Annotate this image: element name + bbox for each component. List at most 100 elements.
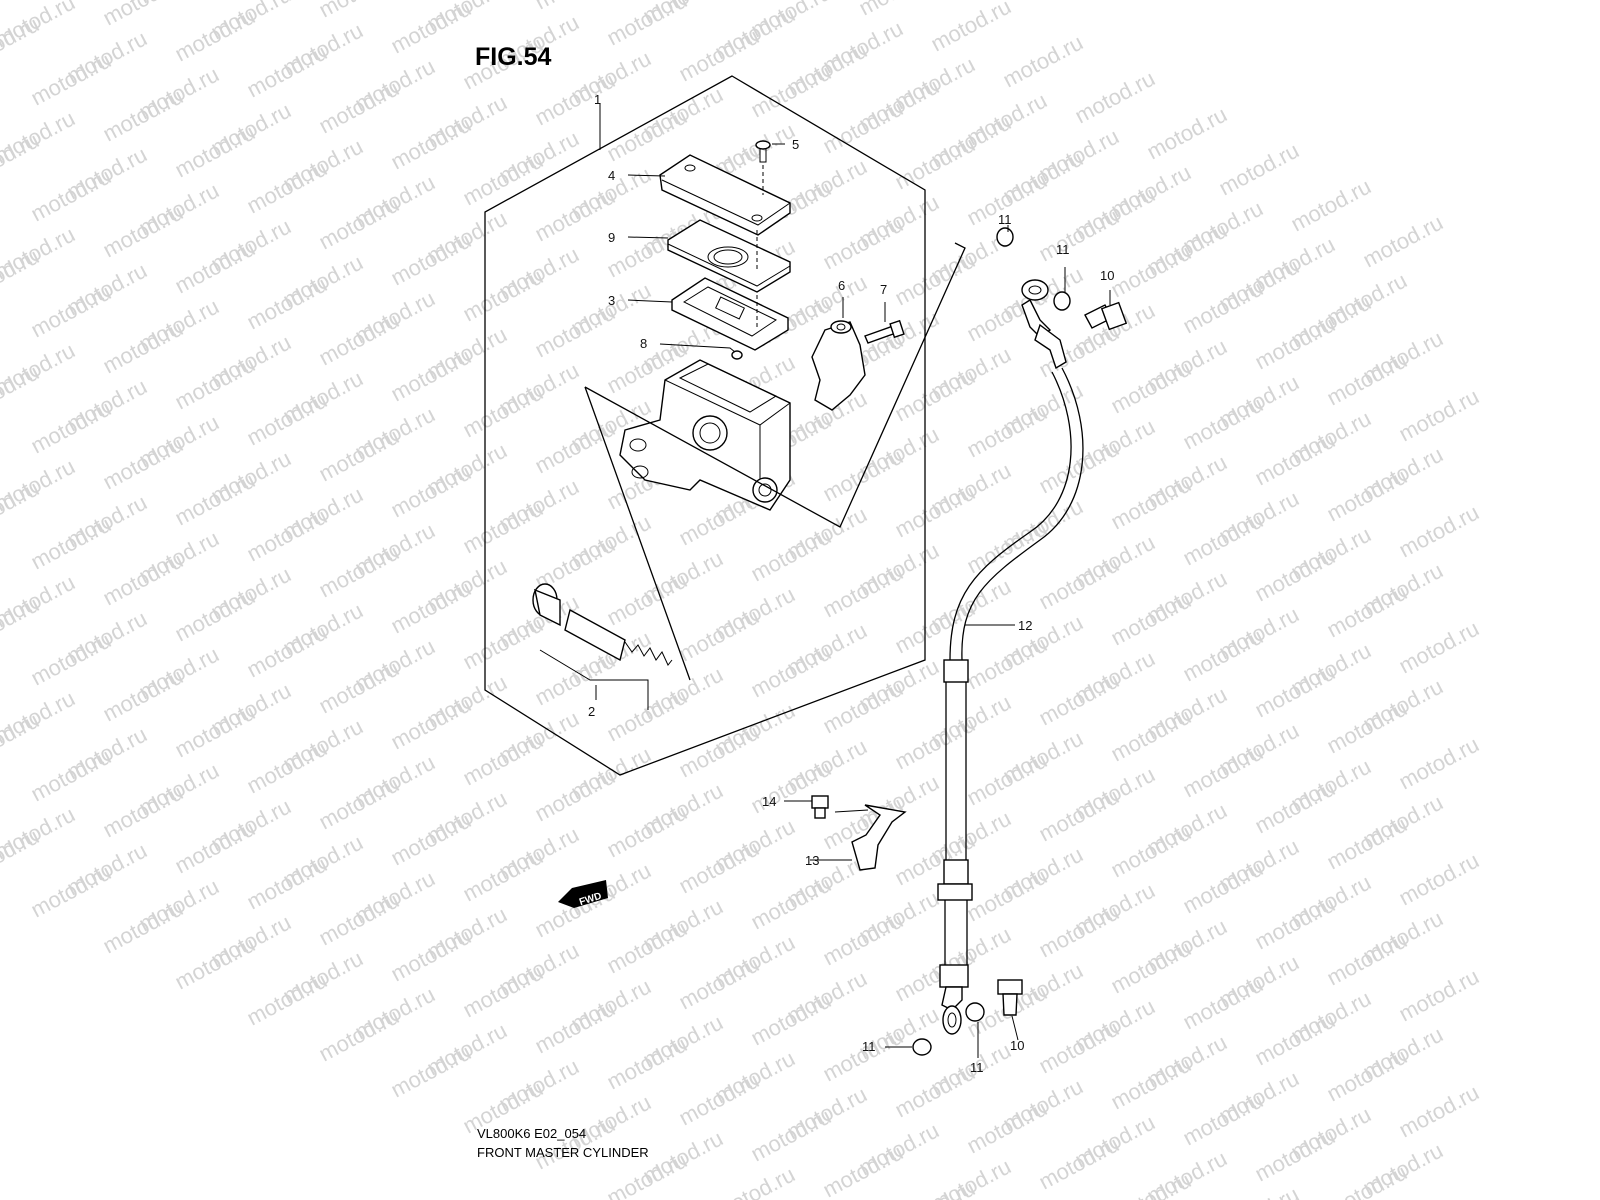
watermark-text: motod.ru (1359, 210, 1447, 273)
watermark-text: motod.ru (1395, 964, 1483, 1027)
watermark-text: motod.ru (891, 132, 979, 195)
watermark-text: motod.ru (1035, 900, 1123, 963)
watermark-text: motod.ru (459, 264, 547, 327)
diagram-caption: FRONT MASTER CYLINDER (477, 1145, 649, 1160)
watermark-text: motod.ru (99, 200, 187, 263)
watermark-text: motod.ru (1035, 784, 1123, 847)
watermark-text: motod.ru (891, 248, 979, 311)
watermark-text: motod.ru (1251, 312, 1339, 375)
watermark-text: motod.ru (387, 576, 475, 639)
watermark-text: motod.ru (99, 548, 187, 611)
watermark-text: motod.ru (243, 156, 331, 219)
watermark-text: motod.ru (927, 0, 1015, 56)
watermark-text: motod.ru (1395, 732, 1483, 795)
watermark-text: motod.ru (171, 700, 259, 763)
watermark-text: motod.ru (243, 388, 331, 451)
washer-lower-left (912, 1038, 932, 1056)
watermark-text: motod.ru (387, 808, 475, 871)
watermark-text: motod.ru (1107, 356, 1195, 419)
watermark-text: motod.ru (315, 540, 403, 603)
watermark-text: motod.ru (963, 400, 1051, 463)
banjo-bolt-lower (997, 979, 1023, 1016)
watermark-text: motod.ru (459, 844, 547, 907)
callout-11-upper-left: 11 (998, 212, 1012, 227)
watermark-text: motod.ru (27, 164, 115, 227)
watermark-text: motod.ru (1107, 936, 1195, 999)
callout-11-lower-left: 11 (862, 1039, 876, 1054)
washer-upper-left (996, 227, 1014, 247)
watermark-text: motod.ru (387, 344, 475, 407)
watermark-text: motod.ru (963, 864, 1051, 927)
callout-12: 12 (1018, 618, 1032, 633)
leader-lines (595, 104, 1111, 1058)
watermark-text: motod.ru (1323, 1044, 1411, 1107)
watermark-text: motod.ru (1179, 624, 1267, 687)
watermark-text: motod.ru (1215, 1182, 1303, 1200)
watermark-text: motod.ru (891, 1176, 979, 1200)
nut (731, 350, 743, 360)
hose-guide (834, 804, 907, 871)
watermark-text: motod.ru (1107, 472, 1195, 535)
watermark-text: motod.ru (1323, 348, 1411, 411)
figure-title: FIG.54 (475, 43, 552, 71)
watermark-text: motod.ru (747, 524, 835, 587)
watermark-text: motod.ru (819, 908, 907, 971)
watermark-text: motod.ru (747, 872, 835, 935)
watermark-text: motod.ru (675, 24, 763, 87)
watermark-text: motod.ru (459, 612, 547, 675)
watermark-text: motod.ru (675, 604, 763, 667)
watermark-text: motod.ru (1287, 174, 1375, 237)
watermark-text: motod.ru (315, 656, 403, 719)
watermark-text: motod.ru (1179, 508, 1267, 571)
body-subgroup-outline (584, 242, 966, 528)
watermark-text: motod.ru (1179, 276, 1267, 339)
watermark-text: motod.ru (747, 1104, 835, 1167)
reservoir-cap (659, 154, 791, 236)
watermark-text: motod.ru (1251, 776, 1339, 839)
watermark-text: motod.ru (603, 684, 691, 747)
watermark-text: motod.ru (1107, 704, 1195, 767)
watermark-text: motod.ru (315, 76, 403, 139)
watermark-text: motod.ru (999, 30, 1087, 93)
callout-labels: 1 5 4 9 3 8 6 7 11 11 10 12 2 14 13 11 1… (588, 92, 1114, 1075)
callout-9: 9 (608, 230, 615, 245)
watermark-text: motod.ru (891, 480, 979, 543)
guide-bolt (811, 795, 829, 819)
watermark-text: motod.ru (531, 0, 619, 14)
watermark-text: motod.ru (1107, 588, 1195, 651)
watermark-text: motod.ru (1035, 668, 1123, 731)
watermark-text: motod.ru (531, 764, 619, 827)
watermark-text: motod.ru (459, 960, 547, 1023)
watermark-text: motod.ru (171, 468, 259, 531)
watermark-text: motod.ru (27, 48, 115, 111)
watermark-text: motod.ru (603, 1032, 691, 1095)
watermark-text: motod.ru (1179, 856, 1267, 919)
watermark-text: motod.ru (27, 396, 115, 459)
watermark-text: motod.ru (27, 860, 115, 923)
watermark-text: motod.ru (1179, 740, 1267, 803)
watermark-text: motod.ru (819, 1140, 907, 1200)
watermark-text: motod.ru (1035, 1132, 1123, 1195)
callout-14: 14 (762, 794, 776, 809)
watermark-text: motod.ru (675, 720, 763, 783)
watermark-text: motod.ru (963, 748, 1051, 811)
callout-1: 1 (594, 92, 601, 107)
watermark-text: motod.ru (27, 628, 115, 691)
piston-bracket (539, 649, 649, 710)
watermark-text: motod.ru (171, 816, 259, 879)
watermark-text: motod.ru (243, 272, 331, 335)
watermark-text: motod.ru (387, 228, 475, 291)
watermark-text: motod.ru (1395, 500, 1483, 563)
watermark-text: motod.ru (747, 640, 835, 703)
watermark-text: motod.ru (315, 888, 403, 951)
watermark-text: motod.ru (603, 916, 691, 979)
callout-3: 3 (608, 293, 615, 308)
callout-10-lower: 10 (1010, 1038, 1024, 1053)
watermark-text: motod.ru (171, 352, 259, 415)
watermark-text: motod.ru (819, 560, 907, 623)
watermark-text: motod.ru (387, 924, 475, 987)
banjo-bolt-upper (1084, 301, 1128, 331)
watermark-text: motod.ru (315, 424, 403, 487)
lever-holder (811, 320, 866, 411)
watermark-text: motod.ru (1071, 66, 1159, 129)
